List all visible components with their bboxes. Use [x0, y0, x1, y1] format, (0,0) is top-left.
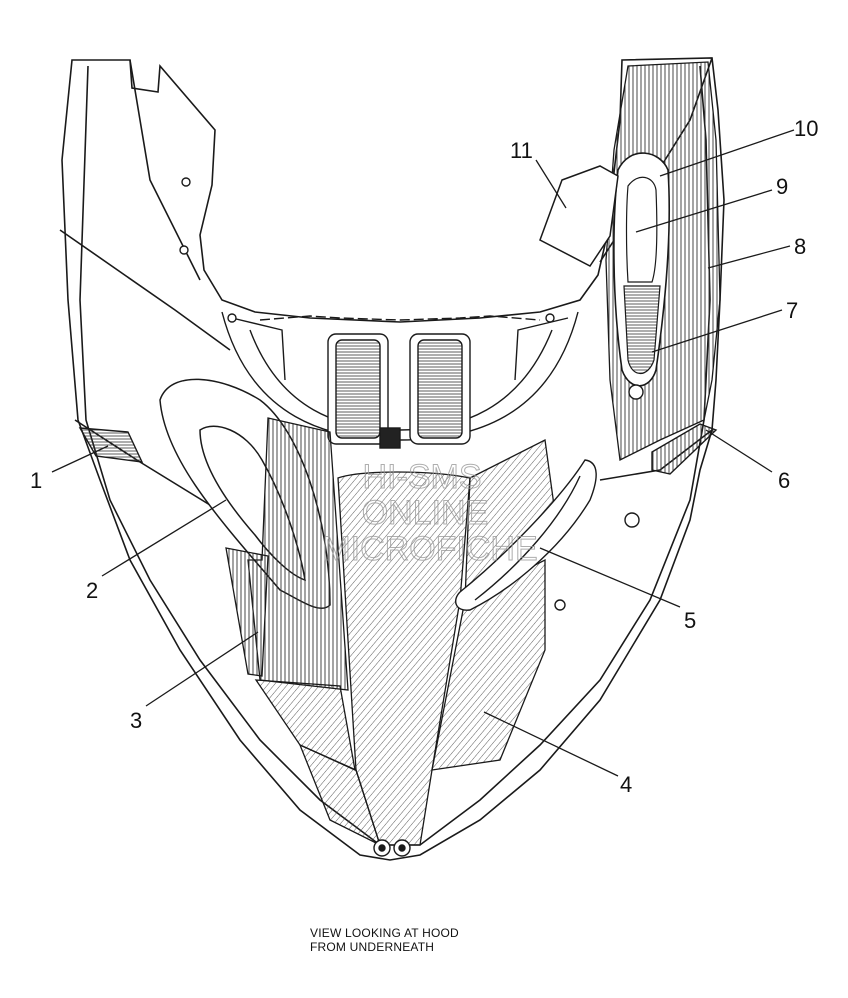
view-caption: VIEW LOOKING AT HOOD FROM UNDERNEATH: [310, 926, 459, 954]
part-5-right-slot-vent: [454, 459, 597, 611]
part-9-right-vent-grille: [623, 285, 661, 375]
callout-10: 10: [794, 116, 818, 141]
callout-7: 7: [786, 298, 798, 323]
part-6-right-grille: [651, 423, 718, 475]
callout-11: 11: [510, 138, 533, 163]
fasteners: [179, 177, 644, 857]
callout-6: 6: [778, 468, 790, 493]
callout-8: 8: [794, 234, 806, 259]
callout-2: 2: [86, 578, 98, 603]
cowl-opening: [221, 311, 579, 449]
callout-4: 4: [620, 772, 632, 797]
caption-line-2: FROM UNDERNEATH: [310, 940, 435, 954]
callout-3: 3: [130, 708, 142, 733]
part-1-left-grille: [78, 427, 144, 463]
callout-9: 9: [776, 174, 788, 199]
part-3-left-striped-panel: [225, 417, 356, 772]
callout-5: 5: [684, 608, 696, 633]
watermark-line-1: HI-SMS: [363, 458, 482, 496]
leader-lines: [51, 129, 795, 777]
watermark-line-3: MICROFICHE: [322, 530, 537, 568]
callout-1: 1: [30, 468, 42, 493]
watermark: HI-SMS ONLINE MICROFICHE: [322, 458, 538, 569]
callout-numbers: 1 2 3 4 5 6 7 8 9 10 11: [30, 116, 818, 797]
caption-line-1: VIEW LOOKING AT HOOD: [310, 926, 459, 940]
watermark-line-2: ONLINE: [362, 494, 489, 532]
part-4-center-striped-panel: [298, 439, 557, 847]
part-11-bracket: [539, 165, 619, 267]
